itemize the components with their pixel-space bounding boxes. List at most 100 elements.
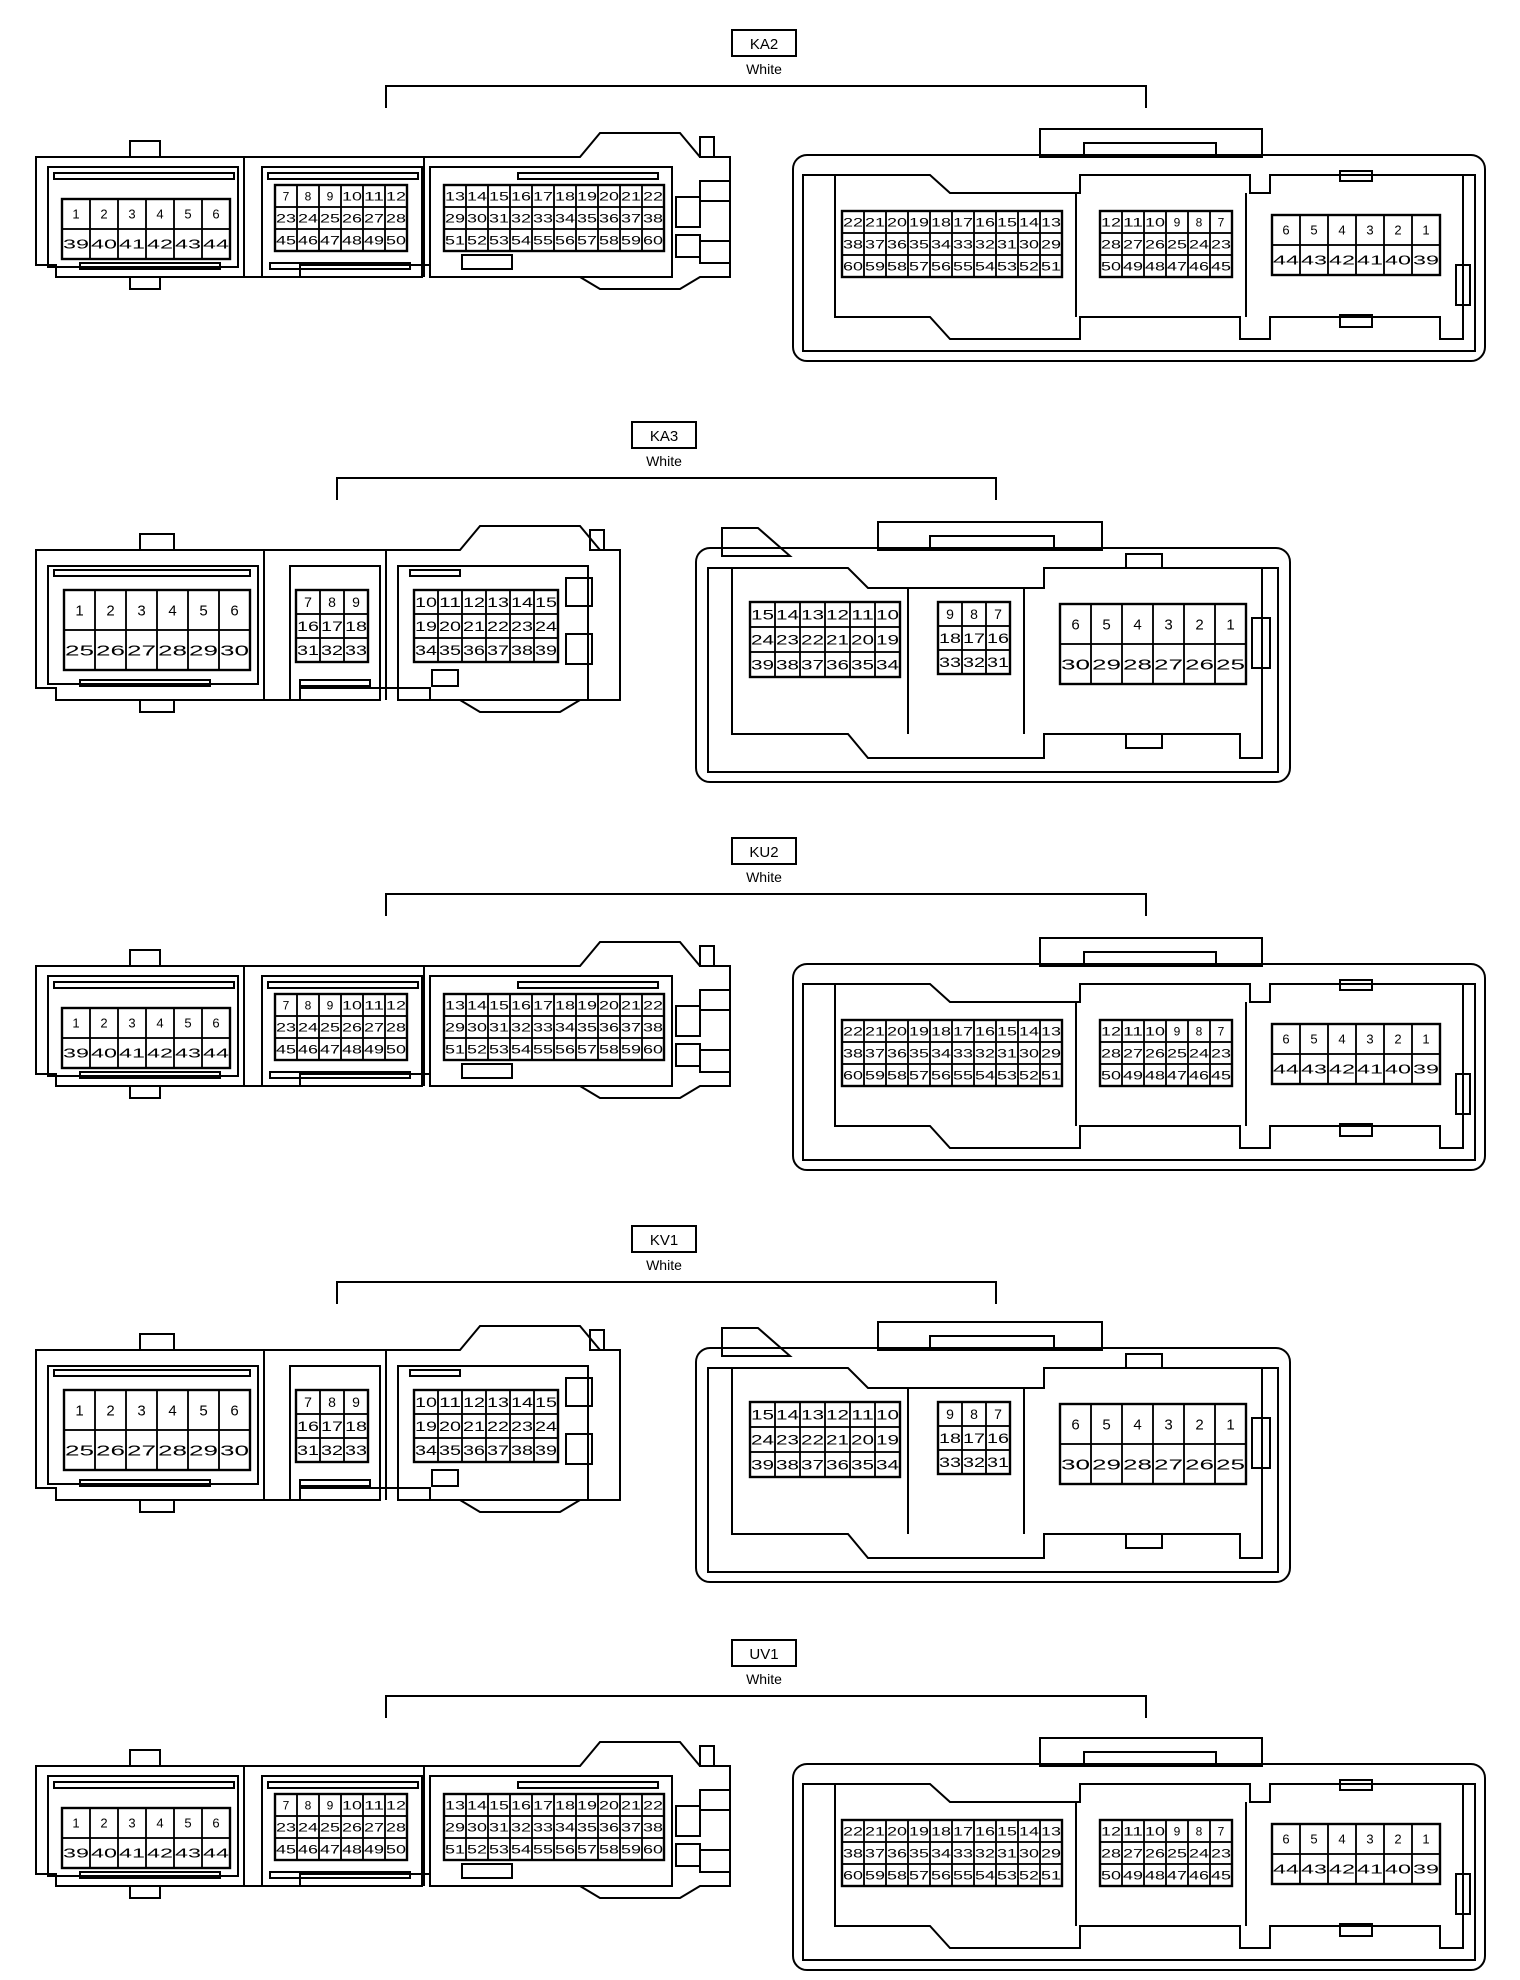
- male-housing: [35, 525, 621, 713]
- pin-number: 45: [276, 1042, 296, 1056]
- pin-number: 20: [439, 1418, 461, 1434]
- pin-number: 8: [328, 594, 336, 610]
- pin-number: 31: [297, 1442, 319, 1458]
- pin-cell: [641, 1837, 665, 1861]
- pin-number: 52: [467, 1842, 487, 1856]
- pin-number: 35: [851, 1457, 874, 1473]
- pin-number: 6: [1282, 1832, 1289, 1847]
- pin-number: 24: [298, 1820, 318, 1834]
- pin-number: 52: [1019, 1868, 1039, 1882]
- pin-number: 14: [511, 594, 533, 610]
- pin-number: 13: [1041, 215, 1061, 229]
- pin-number: 12: [386, 1798, 406, 1812]
- side-lock: [675, 234, 701, 258]
- bottom-latch: [129, 1085, 161, 1099]
- pin-number: 12: [386, 189, 406, 203]
- pin-number: 40: [1385, 1862, 1411, 1877]
- pin-number: 26: [96, 642, 125, 659]
- pin-number: 12: [826, 607, 849, 623]
- pin-number: 50: [1101, 1068, 1121, 1082]
- rib: [53, 172, 235, 180]
- pin-number: 1: [72, 1016, 79, 1031]
- pin-number: 7: [304, 1394, 312, 1410]
- pin-number: 17: [963, 630, 985, 646]
- pin-number: 20: [599, 1798, 619, 1812]
- bottom-latch: [129, 1885, 161, 1899]
- pin-number: 8: [305, 1798, 312, 1812]
- key-slot: [431, 669, 459, 687]
- pin-number: 25: [320, 1020, 340, 1034]
- pin-number: 26: [96, 1442, 125, 1459]
- pin-number: 32: [511, 1020, 531, 1034]
- pin-number: 33: [533, 1820, 553, 1834]
- pin-number: 20: [851, 1432, 874, 1448]
- pin-number: 3: [1366, 1032, 1373, 1047]
- key-slot: [461, 254, 513, 270]
- pin-number: 20: [599, 189, 619, 203]
- pin-number: 38: [843, 1846, 863, 1860]
- pin-number: 16: [975, 215, 995, 229]
- pin-number: 39: [751, 1457, 774, 1473]
- pin-number: 27: [364, 211, 384, 225]
- rib: [269, 262, 411, 270]
- pin-number: 35: [577, 1820, 597, 1834]
- male-cavity-2: [261, 1775, 423, 1887]
- pin-number: 6: [230, 602, 238, 619]
- corner-guide: [721, 527, 793, 557]
- pin-number: 11: [851, 607, 874, 623]
- pin-number: 38: [643, 1820, 663, 1834]
- pin-number: 21: [826, 632, 849, 648]
- pin-number: 15: [997, 1824, 1017, 1838]
- pin-number: 40: [91, 237, 117, 252]
- pin-number: 7: [1218, 1024, 1225, 1038]
- bottom-latch: [139, 699, 175, 713]
- pin-number: 10: [415, 594, 437, 610]
- pin-number: 11: [364, 189, 385, 203]
- pin-number: 8: [305, 998, 312, 1012]
- pin-number: 30: [220, 1442, 249, 1459]
- pin-number: 9: [946, 1406, 954, 1422]
- pin-number: 31: [997, 1046, 1017, 1060]
- pin-number: 36: [887, 1046, 907, 1060]
- pin-number: 24: [1189, 1846, 1209, 1860]
- pin-number: 33: [939, 654, 961, 670]
- pin-number: 30: [467, 211, 487, 225]
- pin-number: 55: [533, 1042, 553, 1056]
- pin-number: 40: [1385, 253, 1411, 268]
- pin-number: 43: [1301, 1062, 1327, 1077]
- pin-cell: [1411, 1853, 1441, 1885]
- pin-number: 60: [843, 1068, 863, 1082]
- pin-number: 30: [1061, 1456, 1090, 1473]
- pin-number: 33: [345, 1442, 367, 1458]
- pin-number: 16: [511, 1798, 531, 1812]
- pin-number: 34: [876, 1457, 899, 1473]
- pin-number: 57: [577, 1842, 597, 1856]
- pair-bracket: [336, 1281, 997, 1304]
- pin-number: 32: [975, 1046, 995, 1060]
- pin-number: 36: [826, 657, 849, 673]
- pin-number: 22: [843, 1024, 863, 1038]
- pin-cell: [343, 1437, 369, 1463]
- pin-number: 10: [342, 1798, 362, 1812]
- female-inner-frame: [707, 567, 1279, 773]
- pin-number: 51: [445, 1042, 465, 1056]
- pin-number: 60: [843, 259, 863, 273]
- pin-number: 22: [843, 215, 863, 229]
- keyway: [1455, 264, 1471, 306]
- pin-number: 28: [158, 1442, 187, 1459]
- pin-number: 5: [184, 1016, 191, 1031]
- rib: [267, 1781, 419, 1789]
- side-lock: [699, 1849, 731, 1873]
- pin-number: 58: [599, 233, 619, 247]
- pin-number: 34: [555, 1020, 575, 1034]
- pin-number: 57: [577, 1042, 597, 1056]
- pin-number: 10: [1145, 215, 1165, 229]
- pin-number: 5: [184, 207, 191, 222]
- pin-number: 38: [843, 237, 863, 251]
- female-inner-frame: [802, 983, 1476, 1161]
- pin-number: 19: [415, 1418, 437, 1434]
- pin-number: 32: [963, 654, 985, 670]
